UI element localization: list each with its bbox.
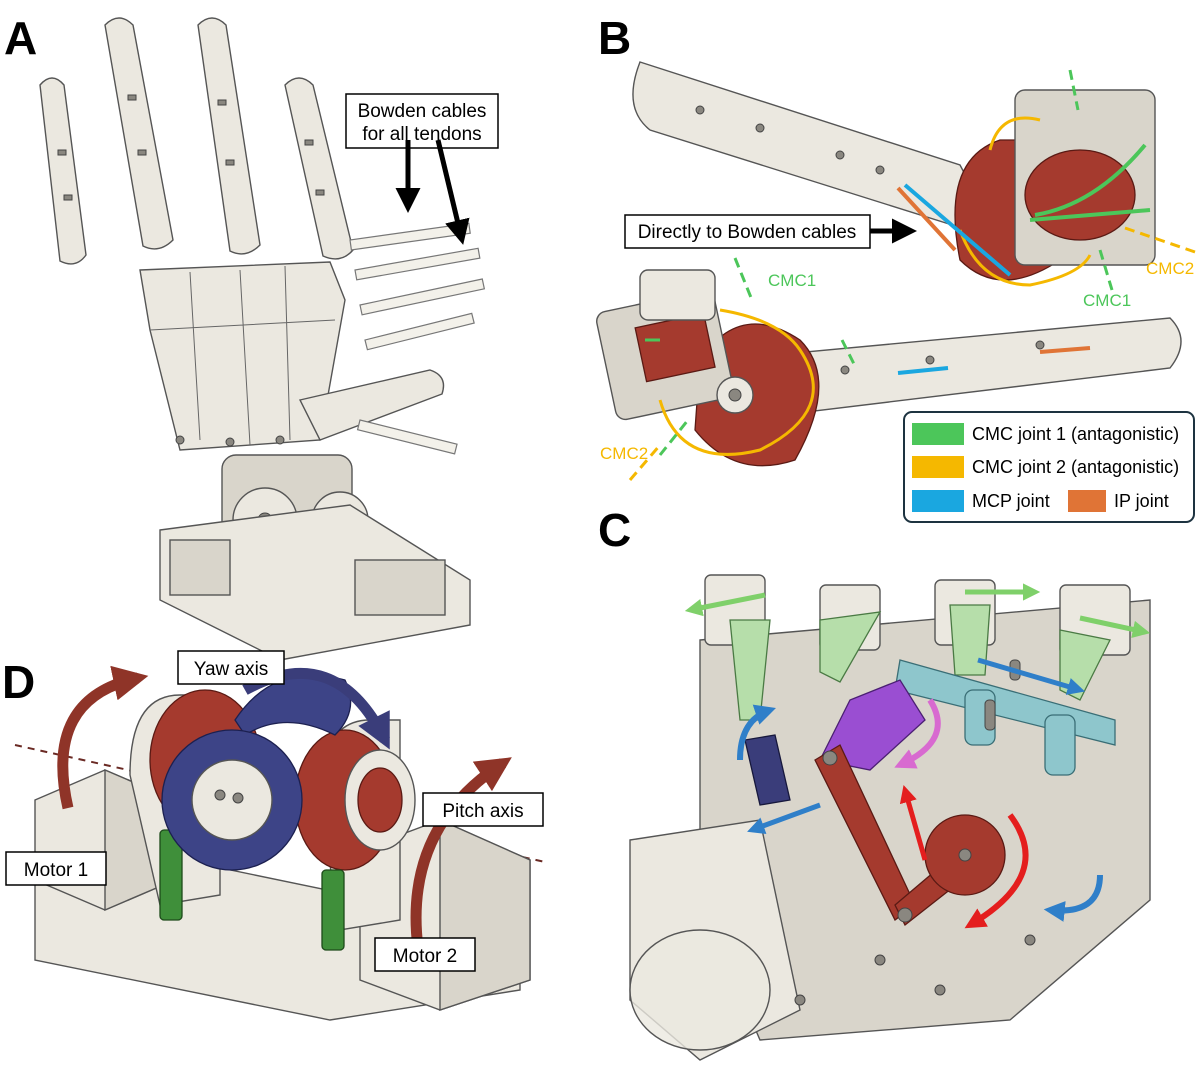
- differential-render: [14, 674, 546, 1021]
- legend-swatch-cmc2: [912, 456, 964, 478]
- bowden-callout-line2: for all tendons: [362, 124, 481, 145]
- arrow-blue-1: [977, 657, 1086, 695]
- finger-ring: [104, 17, 174, 250]
- arrow-red-2: [964, 813, 1029, 929]
- motor1-rotation-arrow: [57, 665, 149, 810]
- legend-label-mcp: MCP joint: [972, 491, 1050, 511]
- panel-c: C: [598, 504, 1151, 1061]
- motor2-text: Motor 2: [393, 946, 457, 967]
- motor1-text: Motor 1: [24, 860, 88, 881]
- linkage-render: [629, 574, 1151, 1061]
- joint-legend: CMC joint 1 (antagonistic) CMC joint 2 (…: [903, 411, 1195, 523]
- panel-d: D: [2, 650, 546, 1021]
- label-cmc2-left: CMC2: [600, 444, 648, 463]
- thumb-render-bottom: [596, 257, 1182, 481]
- label-cmc1-bottom: CMC1: [1083, 291, 1131, 310]
- directly-to-bowden-text: Directly to Bowden cables: [638, 222, 857, 243]
- bowden-tubes: [349, 222, 486, 455]
- motion-arrows: [684, 583, 1151, 929]
- finger-middle: [197, 17, 261, 255]
- panel-a-letter: A: [4, 12, 37, 64]
- thumb: [298, 369, 445, 441]
- panel-b: B: [596, 12, 1196, 523]
- yaw-axis-callout: Yaw axis: [177, 650, 285, 685]
- motor1-callout: Motor 1: [5, 851, 107, 886]
- arrow-pink: [894, 698, 941, 769]
- yaw-axis-text: Yaw axis: [194, 659, 269, 680]
- legend-label-cmc1: CMC joint 1 (antagonistic): [972, 424, 1179, 444]
- legend-swatch-ip: [1068, 490, 1106, 512]
- thumb-render-top: [632, 61, 1196, 291]
- finger-little: [39, 77, 87, 265]
- directly-to-bowden-callout: Directly to Bowden cables: [624, 214, 917, 249]
- pitch-hub: [357, 767, 403, 833]
- finger-index: [284, 77, 354, 260]
- bowden-arrow-2: [435, 139, 470, 245]
- arrow-blue-2: [737, 704, 776, 761]
- legend-label-ip: IP joint: [1114, 491, 1169, 511]
- panel-d-letter: D: [2, 656, 35, 708]
- legend-label-cmc2: CMC joint 2 (antagonistic): [972, 457, 1179, 477]
- bowden-callout-line1: Bowden cables: [358, 101, 487, 122]
- label-cmc2-right: CMC2: [1146, 259, 1194, 278]
- pitch-axis-callout: Pitch axis: [422, 792, 544, 827]
- panel-a: A: [4, 12, 499, 661]
- bowden-callout: Bowden cables for all tendons: [345, 93, 499, 245]
- legend-swatch-mcp: [912, 490, 964, 512]
- arrow-green-3: [1079, 615, 1151, 638]
- panel-c-letter: C: [598, 504, 631, 556]
- arrow-blue-4: [1043, 874, 1103, 922]
- hand-render: [39, 17, 486, 661]
- motor2-callout: Motor 2: [374, 937, 476, 972]
- arrow-red-1: [899, 784, 928, 861]
- arrow-green-1: [684, 592, 766, 617]
- label-cmc1-top: CMC1: [768, 271, 816, 290]
- legend-swatch-cmc1: [912, 423, 964, 445]
- arrow-blue-3: [747, 802, 821, 834]
- base-frame: [159, 504, 471, 661]
- green-gear-right: [321, 869, 345, 951]
- panel-b-letter: B: [598, 12, 631, 64]
- pitch-axis-text: Pitch axis: [442, 801, 523, 822]
- motor2-rotation-arrow: [410, 757, 512, 949]
